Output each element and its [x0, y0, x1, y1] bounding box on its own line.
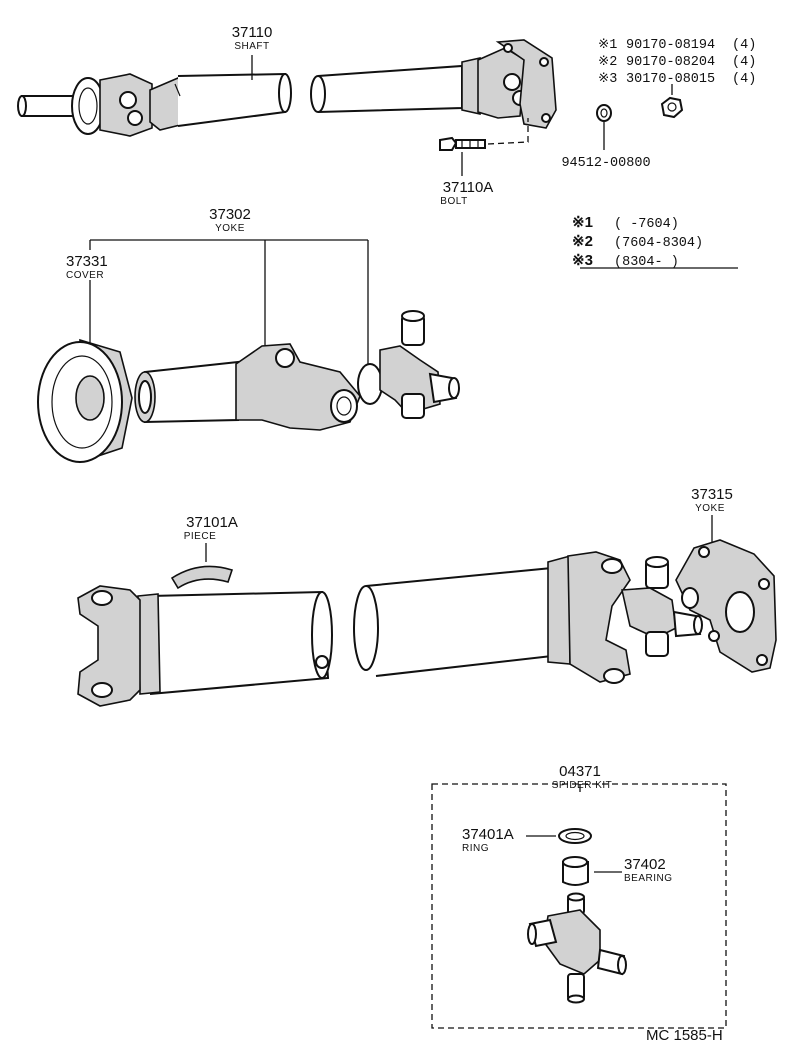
- footer-code: MC 1585-H: [646, 1027, 723, 1044]
- spider-kit-number: 04371: [559, 763, 601, 780]
- nut-number-3: 30170-08015: [626, 72, 715, 87]
- nut-list: ※1 90170-08194 (4) ※2 90170-08204 (4) ※3…: [598, 38, 756, 87]
- slip-yoke: [134, 343, 361, 431]
- ring-name: RING: [462, 843, 489, 854]
- nut-number-1: 90170-08194: [626, 38, 715, 53]
- nut-qty-3: (4): [732, 72, 756, 87]
- yoke-front-name: YOKE: [215, 223, 245, 234]
- nut: [660, 84, 684, 119]
- nut-qty-2: (4): [732, 55, 756, 70]
- bearing-number: 37402: [624, 856, 666, 873]
- legend-mark-2: ※2: [572, 233, 593, 250]
- legend-mark-3: ※3: [572, 252, 593, 269]
- legend-range-2: (7604-8304): [614, 236, 703, 251]
- washer-number: 94512-00800: [561, 156, 650, 171]
- legend: ※1 ( -7604) ※2 (7604-8304) ※3 (8304- ): [572, 214, 738, 270]
- cover: [37, 338, 133, 464]
- spider-kit-box: [431, 783, 727, 1029]
- rear-flange-yoke: [675, 539, 777, 673]
- bolt-name: BOLT: [440, 196, 467, 207]
- nut-qty-1: (4): [732, 38, 756, 53]
- legend-range-1: ( -7604): [614, 217, 679, 232]
- piece-number: 37101A: [186, 514, 238, 531]
- spider: [527, 892, 627, 1004]
- yoke-rear-number: 37315: [691, 486, 733, 503]
- shaft-assembly: [17, 39, 557, 137]
- piece-name: PIECE: [184, 531, 217, 542]
- spider-kit-name: SPIDER KIT: [552, 780, 613, 791]
- yoke-front-number: 37302: [209, 206, 251, 223]
- shaft-name: SHAFT: [234, 41, 269, 52]
- bolt: [439, 118, 529, 176]
- ring-number: 37401A: [462, 826, 514, 843]
- bearing-name: BEARING: [624, 873, 673, 884]
- nut-mark-3: ※3: [598, 72, 617, 87]
- piece: [170, 565, 234, 590]
- ring: [558, 828, 592, 844]
- legend-range-3: (8304- ): [614, 255, 679, 270]
- rear-pipe: [353, 551, 703, 684]
- nut-mark-2: ※2: [598, 55, 617, 70]
- legend-mark-1: ※1: [572, 214, 593, 231]
- washer: [596, 104, 612, 150]
- yoke-front-leaders: [89, 239, 369, 364]
- seal-and-spider: [357, 310, 460, 419]
- bearing: [562, 856, 589, 886]
- shaft-number: 37110: [232, 24, 273, 41]
- cover-number: 37331: [66, 253, 108, 270]
- nut-number-2: 90170-08204: [626, 55, 715, 70]
- cover-name: COVER: [66, 270, 104, 281]
- bolt-number: 37110A: [443, 179, 494, 196]
- nut-mark-1: ※1: [598, 38, 617, 53]
- front-pipe: [77, 585, 333, 707]
- yoke-rear-name: YOKE: [695, 503, 725, 514]
